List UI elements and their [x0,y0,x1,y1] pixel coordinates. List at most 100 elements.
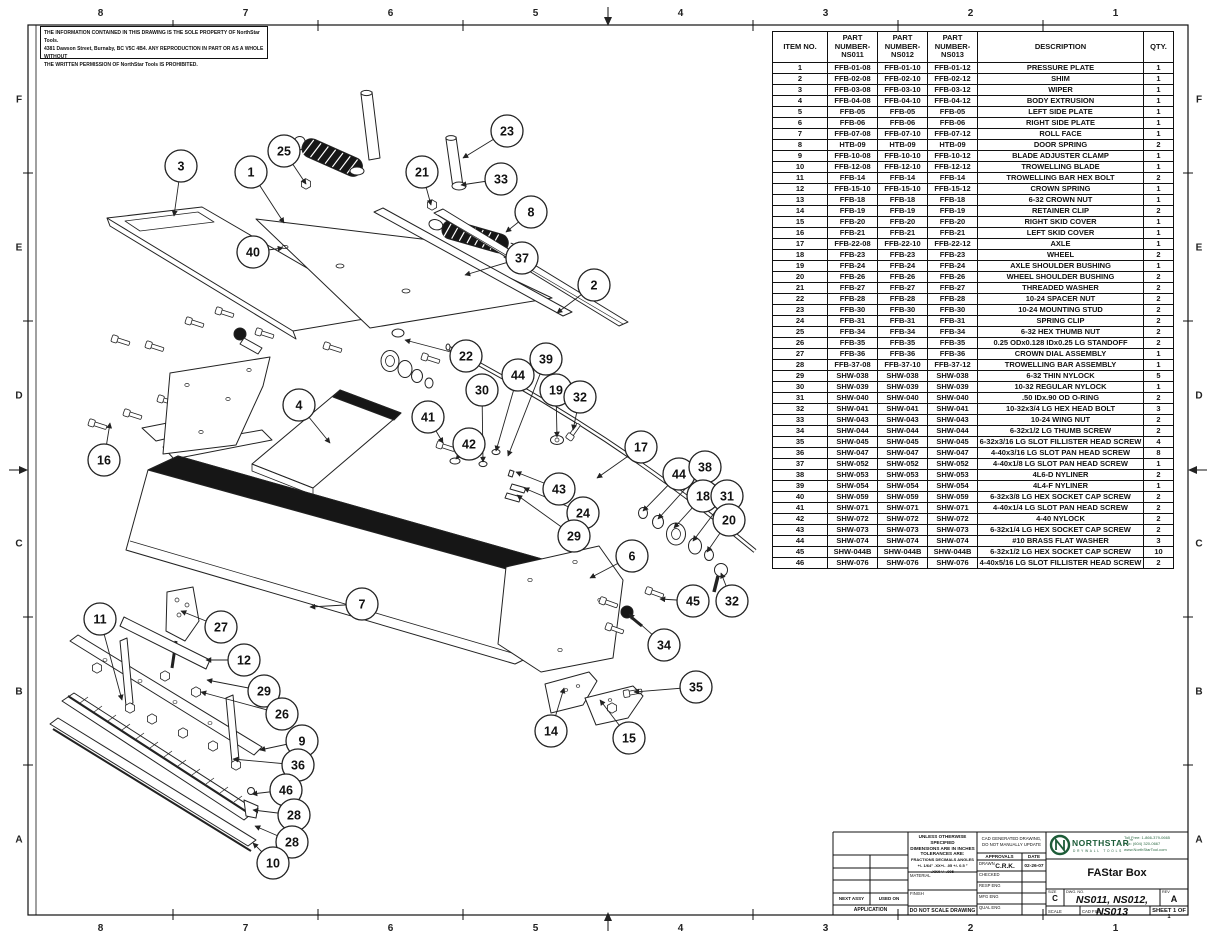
item-no-cell: 22 [772,292,828,305]
part-ns013-cell: FFB-03-12 [927,83,978,96]
svg-text:9: 9 [299,735,306,749]
description-cell: .50 IDx.90 OD O-RING [977,391,1144,404]
part-ns012-cell: HTB-09 [877,138,928,151]
part-ns012-cell: SHW-073 [877,523,928,536]
qty-cell: 10 [1143,545,1174,558]
qty-cell: 1 [1143,182,1174,195]
part-ns013-cell: SHW-039 [927,380,978,393]
part-ns011-cell: SHW-054 [827,479,878,492]
svg-text:25: 25 [277,145,291,159]
item-no-cell: 15 [772,215,828,228]
item-no-cell: 40 [772,490,828,503]
part-ns013-cell: FFB-21 [927,226,978,239]
item-no-cell: 14 [772,204,828,217]
part-ns012-cell: FFB-18 [877,193,928,206]
item-no-cell: 34 [772,424,828,437]
qty-cell: 2 [1143,468,1174,481]
qty-cell: 2 [1143,413,1174,426]
item-no-cell: 39 [772,479,828,492]
part-ns013-cell: FFB-26 [927,270,978,283]
item-no-cell: 27 [772,347,828,360]
description-cell: 4-40x5/16 LG SLOT FILLISTER HEAD SCREW [977,556,1144,569]
svg-text:41: 41 [421,411,435,425]
item-no-cell: 11 [772,171,828,184]
item-no-cell: 29 [772,369,828,382]
part-ns012-cell: SHW-040 [877,391,928,404]
qty-cell: 2 [1143,391,1174,404]
part-ns012-cell: SHW-074 [877,534,928,547]
balloon-callout-10: 10 [256,846,290,880]
balloon-callout-44: 44 [662,457,696,491]
zone-label: E [16,243,23,254]
qty-cell: 1 [1143,94,1174,107]
item-no-cell: 41 [772,501,828,514]
balloon-callout-34: 34 [647,628,681,662]
item-no-cell: 9 [772,149,828,162]
balloon-callout-45: 45 [676,584,710,618]
svg-text:40: 40 [246,246,260,260]
qty-cell: 2 [1143,171,1174,184]
item-no-cell: 44 [772,534,828,547]
svg-text:28: 28 [287,809,301,823]
description-cell: 6-32 THIN NYLOCK [977,369,1144,382]
border-frame [9,7,1207,931]
item-no-cell: 3 [772,83,828,96]
part-ns012-cell: SHW-059 [877,490,928,503]
description-cell: AXLE SHOULDER BUSHING [977,259,1144,272]
part-ns012-cell: FFB-34 [877,325,928,338]
qty-cell: 2 [1143,292,1174,305]
description-cell: RIGHT SIDE PLATE [977,116,1144,129]
zone-label: 3 [823,8,829,19]
svg-text:19: 19 [549,384,563,398]
balloon-callout-2: 2 [577,268,611,302]
qty-cell: 2 [1143,490,1174,503]
part-ns013-cell: SHW-043 [927,413,978,426]
balloon-callout-7: 7 [345,587,379,621]
part-ns011-cell: SHW-040 [827,391,878,404]
description-cell: CROWN SPRING [977,182,1144,195]
part-ns011-cell: SHW-072 [827,512,878,525]
part-ns011-cell: FFB-15-10 [827,182,878,195]
balloon-callout-29: 29 [247,674,281,708]
item-no-cell: 30 [772,380,828,393]
finish-label: FINISH [910,891,924,896]
item-no-cell: 24 [772,314,828,327]
part-ns013-cell: FFB-27 [927,281,978,294]
part-ns013-cell: SHW-073 [927,523,978,536]
part-ns012-cell: FFB-10-10 [877,149,928,162]
copyright-notice: THE INFORMATION CONTAINED IN THIS DRAWIN… [40,26,268,68]
description-cell: TROWELLING BLADE [977,160,1144,173]
approval-row-label: MFG ENG [979,894,999,899]
zone-label: A [1195,835,1202,846]
svg-text:22: 22 [459,350,473,364]
description-cell: ROLL FACE [977,127,1144,140]
balloon-callout-25: 25 [267,134,301,168]
description-cell: WHEEL SHOULDER BUSHING [977,270,1144,283]
svg-text:23: 23 [500,125,514,139]
qty-cell: 2 [1143,204,1174,217]
part-ns011-cell: FFB-19 [827,204,878,217]
description-cell: RETAINER CLIP [977,204,1144,217]
svg-text:45: 45 [686,595,700,609]
balloon-callout-26: 26 [265,697,299,731]
approval-row-label: QUAL ENG [979,905,1001,910]
part-ns013-cell: SHW-071 [927,501,978,514]
balloon-callout-42: 42 [452,427,486,461]
description-cell: AXLE [977,237,1144,250]
part-ns012-cell: FFB-01-10 [877,61,928,74]
